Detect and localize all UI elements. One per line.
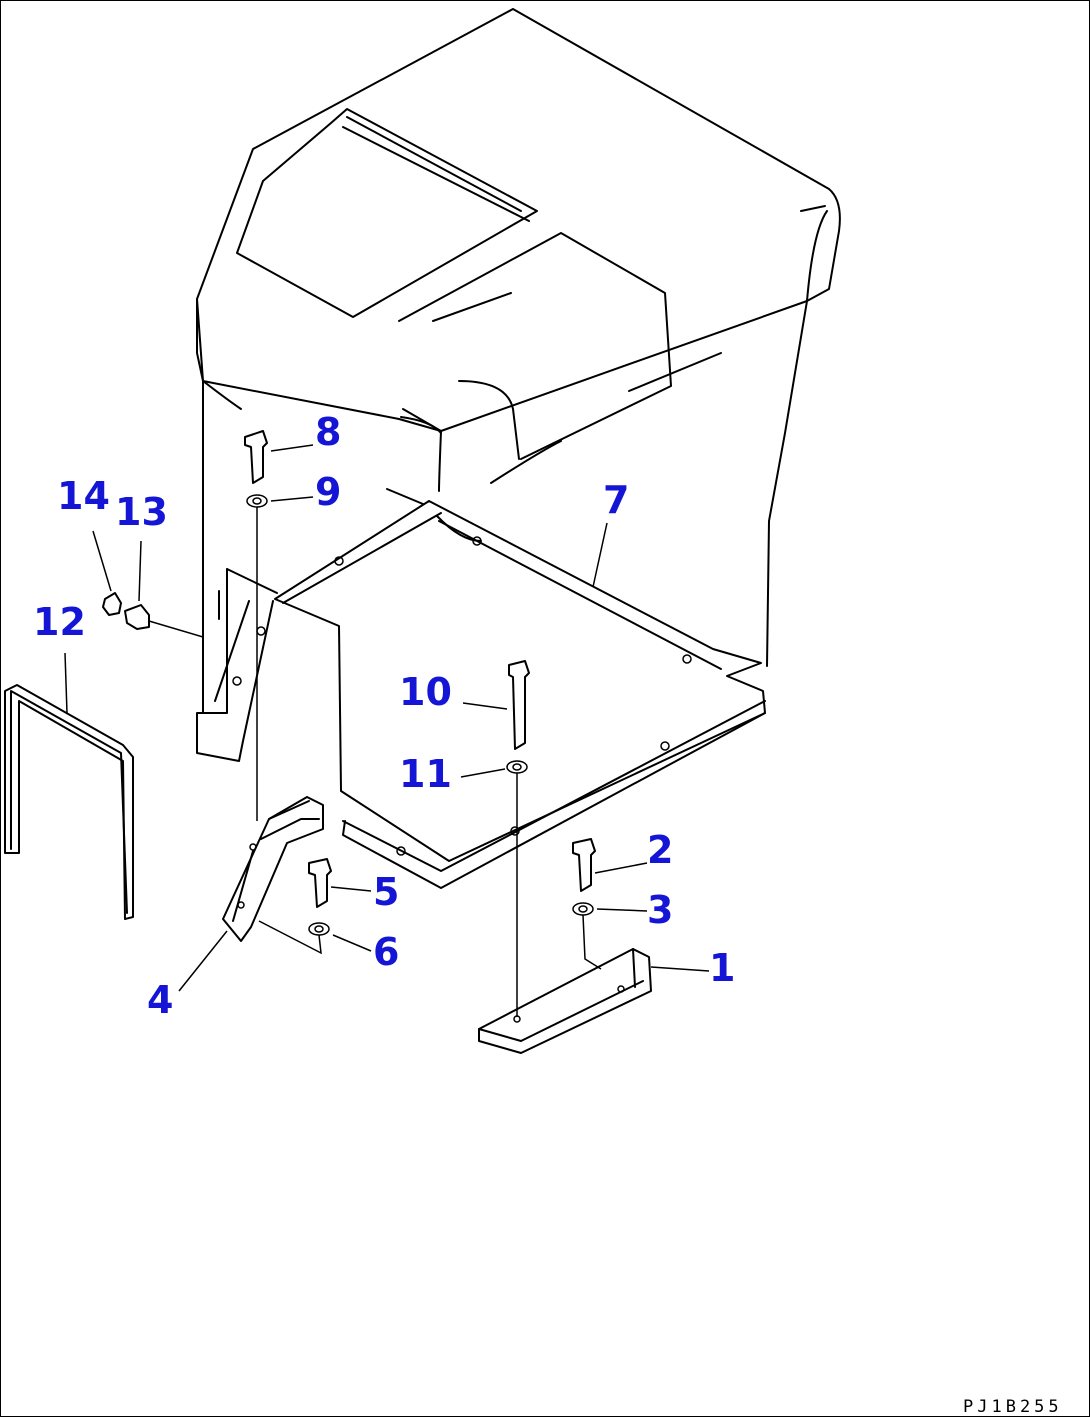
callout-13: 13 — [115, 490, 168, 534]
washer-3 — [572, 902, 602, 970]
washer-9 — [246, 494, 268, 821]
callout-1: 1 — [709, 946, 735, 990]
bracket-1 — [478, 948, 652, 1054]
callout-9: 9 — [315, 470, 341, 514]
clip-14 — [102, 592, 122, 616]
cover-housing — [196, 8, 841, 714]
leader-lines — [64, 444, 710, 992]
bracket-4 — [222, 796, 324, 942]
drawing-code: PJ1B255 — [963, 1397, 1063, 1417]
seal-strip-12 — [4, 684, 134, 920]
callout-11: 11 — [399, 752, 452, 796]
bolt-10 — [508, 660, 530, 750]
bolt-8 — [244, 430, 268, 484]
cushion-13 — [124, 604, 204, 638]
callout-12: 12 — [33, 600, 86, 644]
bolt-5 — [308, 858, 332, 908]
callout-labels: 1 2 3 4 5 6 7 8 9 10 11 12 13 14 — [33, 410, 735, 1022]
callout-2: 2 — [647, 828, 673, 872]
callout-6: 6 — [373, 930, 399, 974]
base-frame — [196, 500, 766, 889]
washer-11 — [506, 760, 528, 1017]
callout-10: 10 — [399, 670, 452, 714]
callout-5: 5 — [373, 870, 399, 914]
callout-7: 7 — [603, 478, 629, 522]
callout-4: 4 — [147, 978, 173, 1022]
bolt-2 — [572, 838, 596, 892]
washer-6 — [258, 920, 330, 955]
callout-14: 14 — [57, 474, 110, 518]
callout-3: 3 — [647, 888, 673, 932]
callout-8: 8 — [315, 410, 341, 454]
